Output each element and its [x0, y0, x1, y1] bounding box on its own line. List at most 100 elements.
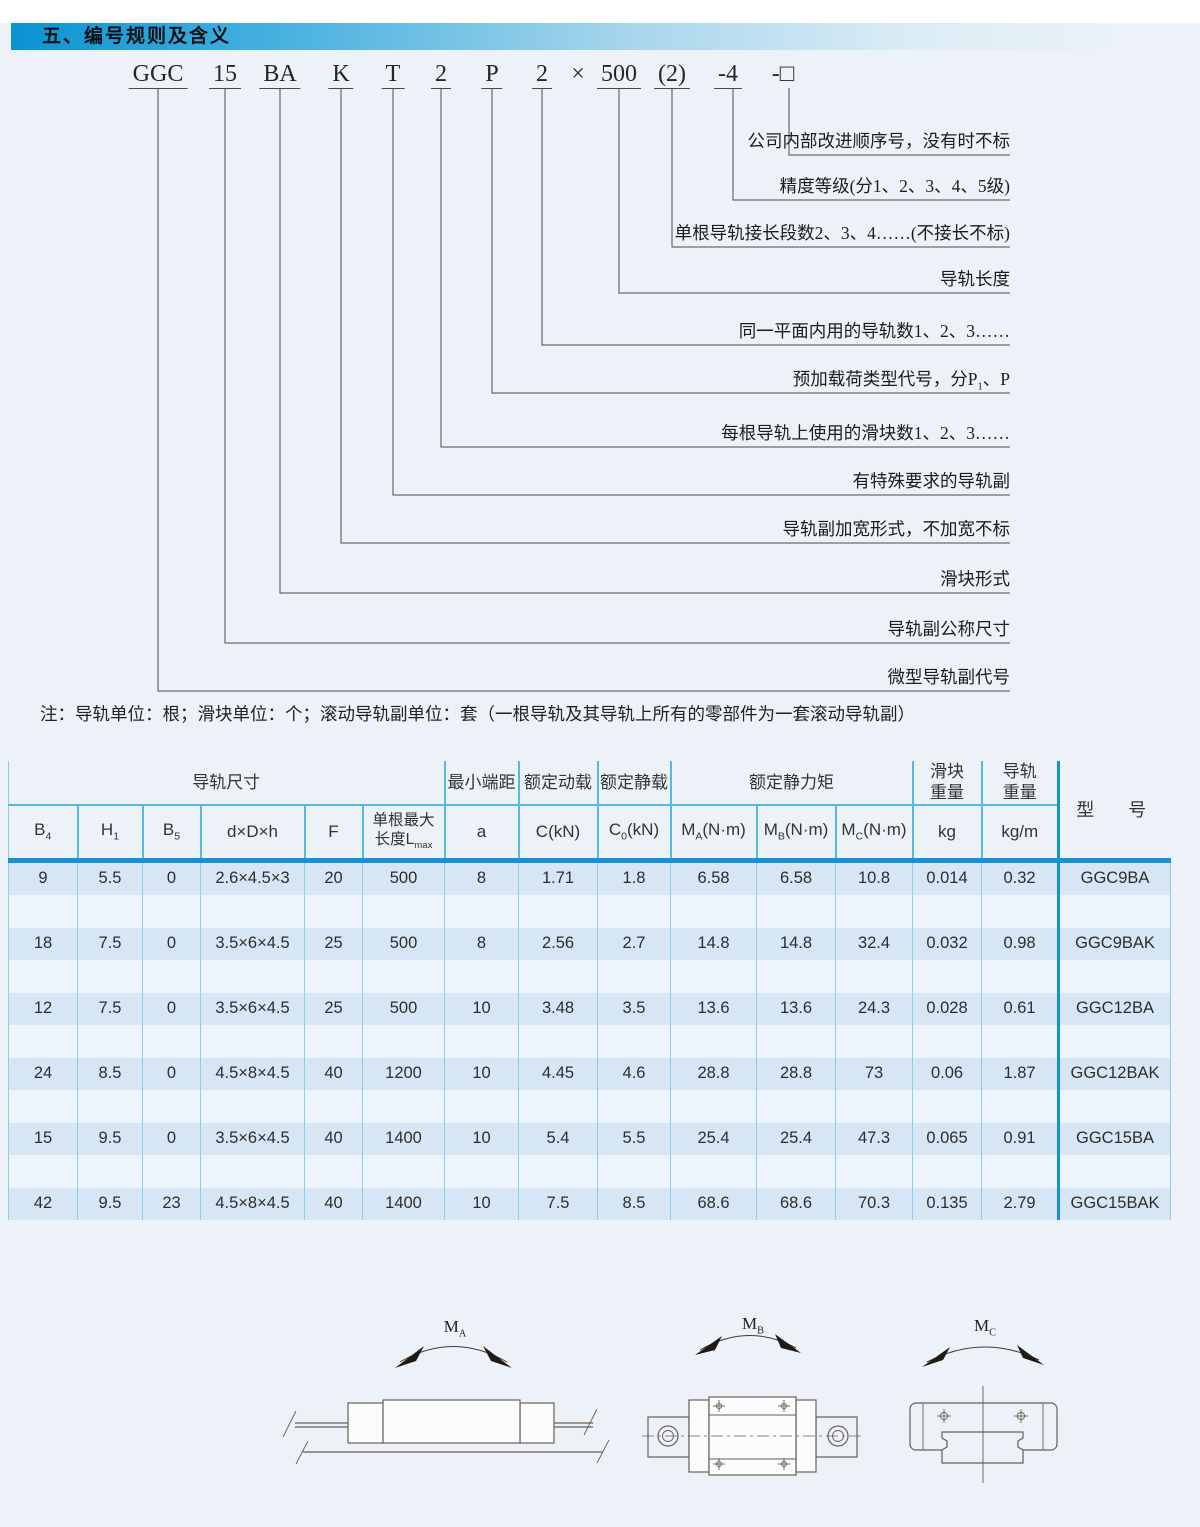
spacer-row — [8, 959, 1171, 993]
table-cell: 5.5 — [77, 860, 143, 895]
connector-line — [541, 88, 1010, 346]
connector-line — [491, 88, 1010, 394]
spacer-cell — [200, 959, 305, 993]
spacer-cell — [1057, 894, 1171, 928]
spacer-cell — [8, 1089, 78, 1123]
table-cell: 0 — [142, 992, 201, 1025]
table-cell: 24.3 — [835, 992, 913, 1025]
spacer-cell — [670, 1024, 757, 1058]
table-cell: 7.5 — [518, 1187, 598, 1220]
table-cell: 500 — [362, 860, 445, 895]
spacer-cell — [756, 1089, 836, 1123]
table-cell: 23 — [142, 1187, 201, 1220]
table-cell: 73 — [835, 1057, 913, 1090]
table-cell: 9 — [8, 860, 78, 895]
spacer-cell — [835, 1154, 913, 1188]
table-cell: 0.06 — [912, 1057, 982, 1090]
table-cell: 20 — [304, 860, 363, 895]
spacer-cell — [304, 959, 363, 993]
page-top-margin — [0, 0, 1200, 23]
mb-top-view-drawing — [642, 1334, 863, 1476]
connector-line — [440, 88, 1010, 448]
table-cell: 32.4 — [835, 927, 913, 960]
code-meaning-label: 公司内部改进顺序号，没有时不标 — [747, 131, 1011, 151]
table-cell: 0.014 — [912, 860, 982, 895]
code-token: 2 — [431, 62, 451, 89]
spacer-cell — [142, 1154, 201, 1188]
spacer-cell — [77, 1154, 143, 1188]
spacer-cell — [835, 1089, 913, 1123]
table-cell: 3.5×6×4.5 — [200, 992, 305, 1025]
table-cell: 6.58 — [756, 860, 836, 895]
table-cell: 25.4 — [670, 1122, 757, 1155]
table-cell: 14.8 — [756, 927, 836, 960]
table-sub-header: F — [304, 804, 364, 863]
code-meaning-label: 导轨长度 — [940, 269, 1010, 289]
table-sub-header: 单根最大长度Lmax — [362, 804, 446, 863]
code-token: 500 — [597, 62, 641, 89]
table-cell: 5.5 — [597, 1122, 671, 1155]
table-cell: 2.79 — [981, 1187, 1059, 1220]
spacer-cell — [597, 1154, 671, 1188]
table-sub-header: MA(N·m) — [670, 804, 758, 863]
note-text: 注：导轨单位：根；滑块单位：个；滚动导轨副单位：套（一根导轨及其导轨上所有的零部… — [40, 704, 915, 724]
code-meaning-label: 单根导轨接长段数2、3、4……(不接长不标) — [674, 223, 1010, 243]
spacer-cell — [444, 1024, 519, 1058]
table-sub-header: kg — [912, 804, 983, 863]
mc-front-view-drawing — [909, 1345, 1058, 1483]
table-cell: 4.5×8×4.5 — [200, 1057, 305, 1090]
table-cell: 15 — [8, 1122, 78, 1155]
table-group-header: 额定静载 — [597, 761, 672, 806]
moment-figure-mb: MB — [620, 1290, 920, 1520]
spacer-cell — [835, 959, 913, 993]
table-cell: 0.028 — [912, 992, 982, 1025]
spacer-cell — [304, 894, 363, 928]
spacer-cell — [362, 1089, 445, 1123]
code-token: 2 — [532, 62, 552, 89]
table-sub-header: a — [444, 804, 520, 863]
spacer-cell — [756, 1024, 836, 1058]
table-cell: 1200 — [362, 1057, 445, 1090]
spacer-cell — [756, 959, 836, 993]
table-cell: 13.6 — [670, 992, 757, 1025]
spacer-cell — [518, 1024, 598, 1058]
spacer-cell — [912, 894, 982, 928]
table-sub-header: C(kN) — [518, 804, 599, 863]
mb-label: MB — [742, 1314, 764, 1337]
spacer-cell — [77, 1024, 143, 1058]
model-cell: GGC9BAK — [1057, 927, 1171, 960]
spacer-cell — [142, 959, 201, 993]
table-cell: 1.87 — [981, 1057, 1059, 1090]
table-cell: 0.32 — [981, 860, 1059, 895]
spacer-cell — [670, 1154, 757, 1188]
spacer-cell — [981, 894, 1059, 928]
code-meaning-label: 同一平面内用的导轨数1、2、3…… — [738, 321, 1010, 341]
model-cell: GGC12BAK — [1057, 1057, 1171, 1090]
spacer-cell — [362, 959, 445, 993]
table-cell: 1400 — [362, 1187, 445, 1220]
code-token: P — [481, 62, 503, 89]
spacer-cell — [77, 959, 143, 993]
spacer-cell — [981, 1154, 1059, 1188]
code-meaning-label: 精度等级(分1、2、3、4、5级) — [779, 176, 1010, 196]
spacer-row — [8, 1024, 1171, 1058]
table-cell: 28.8 — [670, 1057, 757, 1090]
table-cell: 42 — [8, 1187, 78, 1220]
table-cell: 13.6 — [756, 992, 836, 1025]
table-cell: 68.6 — [670, 1187, 757, 1220]
table-cell: 0.135 — [912, 1187, 982, 1220]
spacer-cell — [200, 894, 305, 928]
table-cell: 8.5 — [77, 1057, 143, 1090]
spacer-cell — [670, 959, 757, 993]
table-cell: 7.5 — [77, 992, 143, 1025]
spacer-cell — [8, 1154, 78, 1188]
spacer-cell — [362, 1154, 445, 1188]
spacer-cell — [200, 1024, 305, 1058]
table-cell: 0 — [142, 1122, 201, 1155]
spacer-cell — [670, 894, 757, 928]
spacer-cell — [8, 959, 78, 993]
spacer-cell — [1057, 959, 1171, 993]
